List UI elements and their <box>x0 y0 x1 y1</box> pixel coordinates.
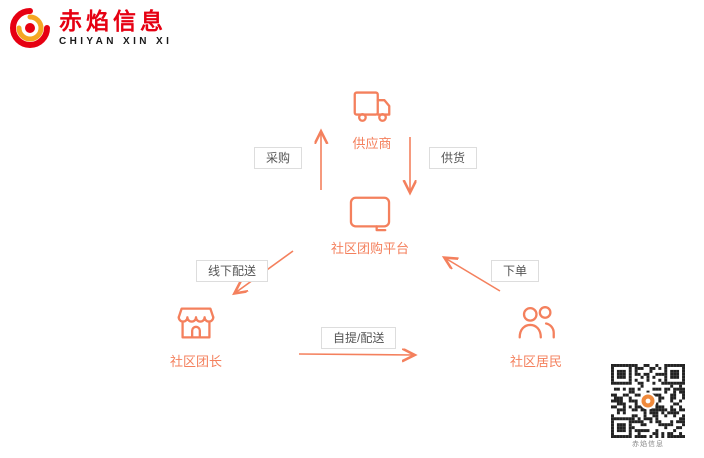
node-residents: 社区居民 <box>504 300 568 370</box>
node-leader-label: 社区团长 <box>169 354 222 369</box>
truck-icon <box>353 91 391 122</box>
edge-label-pickup-delivery: 自提/配送 <box>321 327 397 349</box>
qr-caption: 赤焰信息 <box>632 441 664 448</box>
node-platform: 社区团购平台 <box>331 193 410 257</box>
node-supplier: 供应商 <box>342 82 402 152</box>
store-icon <box>177 307 215 339</box>
edge-label-supply: 供货 <box>429 147 478 169</box>
qr-block: 赤焰信息 <box>610 364 686 449</box>
arrow-pickup-delivery <box>298 354 414 355</box>
brand-text: 赤焰信息 CHIYAN XIN XI <box>59 9 172 46</box>
platform-screen-icon <box>349 196 391 232</box>
brand-name: 赤焰信息 <box>59 8 167 35</box>
node-residents-label: 社区居民 <box>509 354 562 369</box>
brand-subtitle: CHIYAN XIN XI <box>59 35 173 47</box>
edge-label-offline-delivery: 线下配送 <box>196 260 269 282</box>
node-leader: 社区团长 <box>164 300 228 370</box>
brand-logo: 赤焰信息 CHIYAN XIN XI <box>10 8 172 48</box>
node-platform-label: 社区团购平台 <box>331 241 410 256</box>
node-supplier-label: 供应商 <box>352 136 392 151</box>
edge-label-place-order: 下单 <box>491 260 540 282</box>
brand-mark-icon <box>10 8 50 48</box>
people-icon <box>518 306 555 339</box>
qr-code <box>611 364 685 438</box>
edge-label-purchase: 采购 <box>254 147 303 169</box>
